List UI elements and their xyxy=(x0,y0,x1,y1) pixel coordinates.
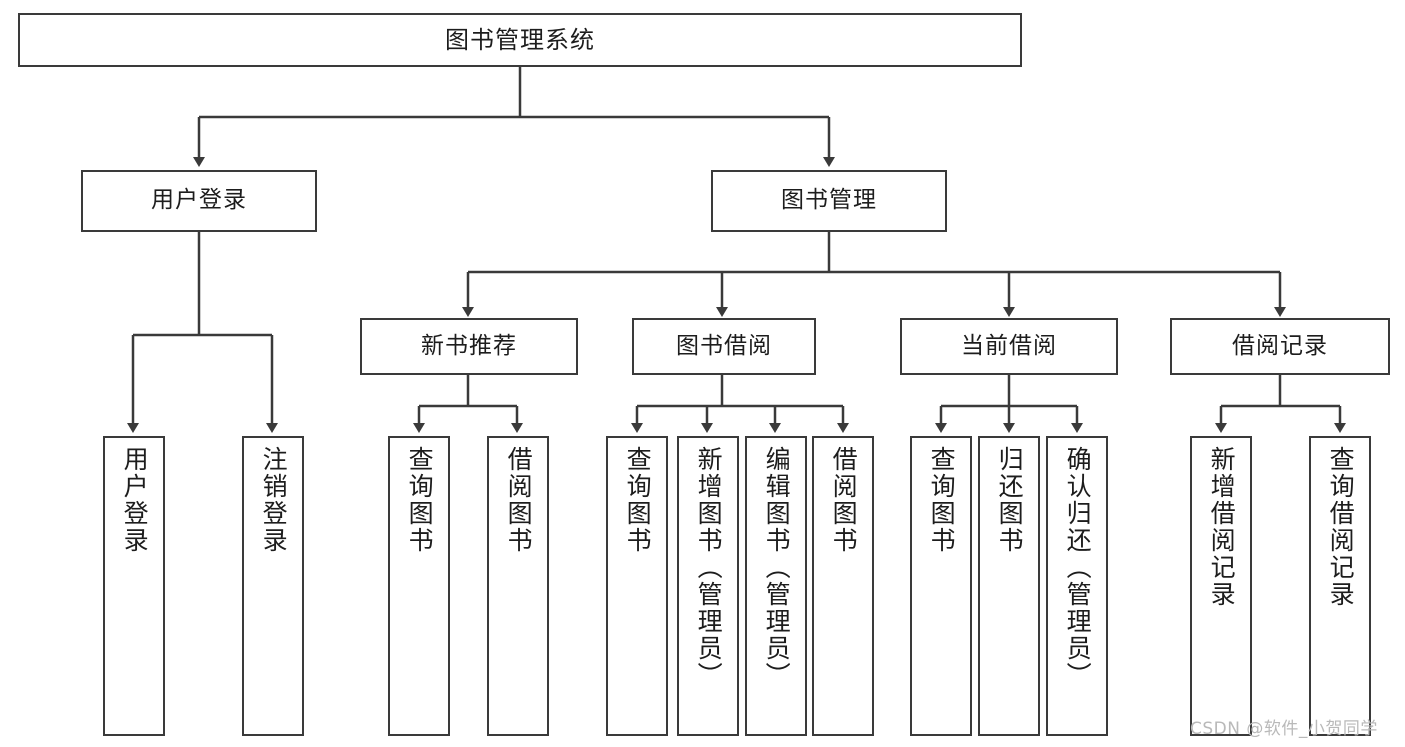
node-label: 新书推荐 xyxy=(421,332,517,359)
node-label: 查询图书 xyxy=(623,446,653,554)
leaf-confirm-return-admin[interactable]: 确认归还（管理员） xyxy=(1046,436,1108,736)
node-label: 注销登录 xyxy=(259,446,289,554)
node-label: 编辑图书（管理员） xyxy=(762,446,792,689)
node-label: 借阅图书 xyxy=(504,446,534,554)
node-label: 查询图书 xyxy=(927,446,957,554)
node-label: 确认归还（管理员） xyxy=(1063,446,1093,689)
node-label: 图书管理 xyxy=(781,187,877,214)
leaf-add-borrow-record[interactable]: 新增借阅记录 xyxy=(1190,436,1252,736)
node-book-management[interactable]: 图书管理 xyxy=(711,170,947,232)
node-new-book-recommend[interactable]: 新书推荐 xyxy=(360,318,578,375)
node-label: 用户登录 xyxy=(151,187,247,214)
node-label: 新增图书（管理员） xyxy=(694,446,724,689)
leaf-query-book-new[interactable]: 查询图书 xyxy=(388,436,450,736)
node-label: 图书管理系统 xyxy=(445,25,595,54)
node-label: 查询图书 xyxy=(405,446,435,554)
node-label: 查询借阅记录 xyxy=(1326,446,1356,608)
leaf-query-borrow-record[interactable]: 查询借阅记录 xyxy=(1309,436,1371,736)
leaf-borrow-book[interactable]: 借阅图书 xyxy=(812,436,874,736)
node-label: 归还图书 xyxy=(995,446,1025,554)
node-book-borrow[interactable]: 图书借阅 xyxy=(632,318,816,375)
node-label: 借阅图书 xyxy=(829,446,859,554)
leaf-borrow-book-new[interactable]: 借阅图书 xyxy=(487,436,549,736)
leaf-user-login[interactable]: 用户登录 xyxy=(103,436,165,736)
leaf-return-book[interactable]: 归还图书 xyxy=(978,436,1040,736)
node-label: 当前借阅 xyxy=(961,332,1057,359)
leaf-add-book-admin[interactable]: 新增图书（管理员） xyxy=(677,436,739,736)
leaf-logout-login[interactable]: 注销登录 xyxy=(242,436,304,736)
leaf-edit-book-admin[interactable]: 编辑图书（管理员） xyxy=(745,436,807,736)
node-user-login[interactable]: 用户登录 xyxy=(81,170,317,232)
node-label: 用户登录 xyxy=(120,446,150,554)
node-current-borrow[interactable]: 当前借阅 xyxy=(900,318,1118,375)
node-label: 借阅记录 xyxy=(1232,332,1328,359)
node-label: 新增借阅记录 xyxy=(1207,446,1237,608)
node-root-library-system[interactable]: 图书管理系统 xyxy=(18,13,1022,67)
leaf-query-book-borrow[interactable]: 查询图书 xyxy=(606,436,668,736)
leaf-query-book-current[interactable]: 查询图书 xyxy=(910,436,972,736)
node-label: 图书借阅 xyxy=(676,332,772,359)
node-borrow-record[interactable]: 借阅记录 xyxy=(1170,318,1390,375)
